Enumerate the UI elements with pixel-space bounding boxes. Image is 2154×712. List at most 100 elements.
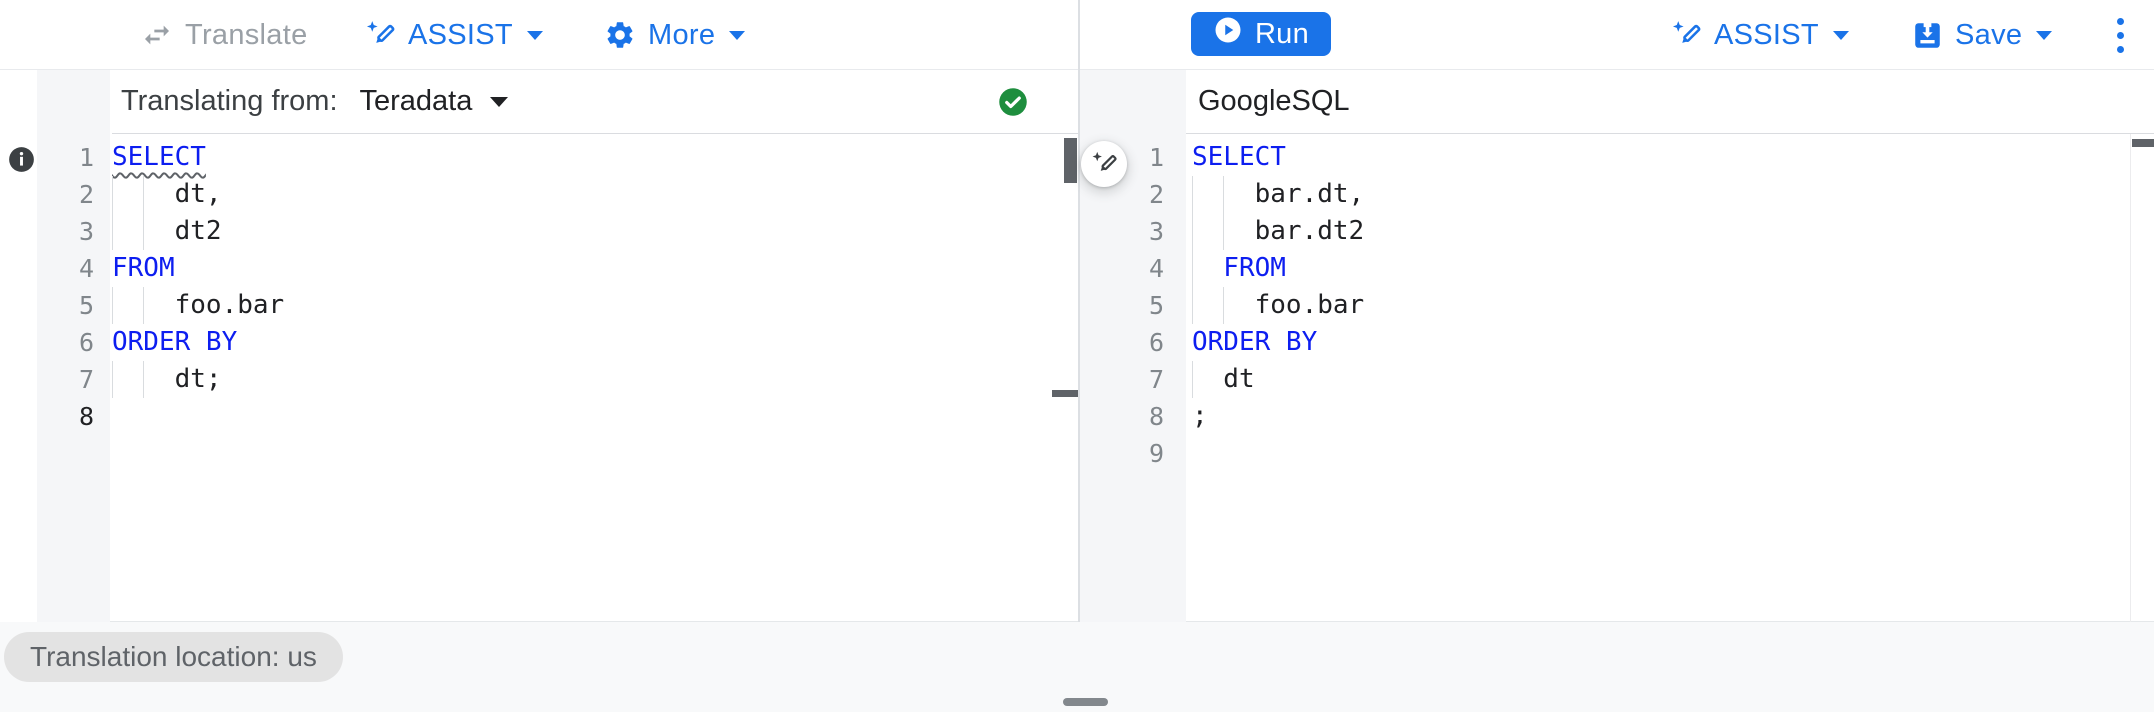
line-number: 1 [78,143,94,172]
indent-guide [1223,287,1225,324]
code-line[interactable]: bar.dt, [1192,176,2130,213]
code-line[interactable]: bar.dt2 [1192,213,2130,250]
more-menu-button[interactable]: More [604,0,746,70]
left-scrollbar-thumb[interactable] [1064,138,1077,183]
assist-menu-button-right[interactable]: ASSIST [1670,0,1849,70]
indent-guide [1192,176,1193,213]
line-number: 8 [1148,402,1164,431]
code-line[interactable]: ORDER BY [112,324,1050,361]
line-number: 9 [1148,439,1164,468]
line-number: 2 [78,180,94,209]
indent-guide [143,361,145,398]
code-token: dt, [112,179,222,209]
translation-location-chip: Translation location: us [4,632,343,682]
indent-guide [143,287,145,324]
indent-guide [1192,250,1193,287]
run-button[interactable]: Run [1191,12,1331,56]
top-toolbar: Translate ASSIST More [0,0,2154,70]
line-number: 3 [1148,217,1164,246]
code-line[interactable]: FROM [1192,250,2130,287]
chevron-down-icon [1832,30,1849,40]
code-line[interactable]: dt, [112,176,1050,213]
code-token: FROM [1192,253,1286,283]
translate-label: Translate [185,18,308,51]
code-token: dt; [112,364,222,394]
line-number: 5 [1148,291,1164,320]
code-line[interactable]: foo.bar [112,287,1050,324]
code-line[interactable] [1192,435,2130,472]
panel-resize-handle[interactable] [1063,698,1108,706]
code-token: dt2 [112,216,222,246]
assist-menu-button[interactable]: ASSIST [364,0,543,70]
save-box-icon [1912,20,1943,51]
chevron-down-icon [729,30,746,40]
indent-guide [1192,287,1193,324]
indent-guide [112,176,113,213]
line-number: 2 [1148,180,1164,209]
pen-spark-icon [1670,19,1702,51]
indent-guide [1223,176,1225,213]
code-token: ORDER BY [112,327,238,357]
code-line[interactable]: ; [1192,398,2130,435]
code-token: FROM [112,253,175,283]
code-token: ; [1192,401,1208,431]
code-token: dt [1192,364,1255,394]
left-editor-gutter [37,70,110,622]
indent-guide [1223,213,1225,250]
pane-divider[interactable] [1078,0,1080,622]
assist-label: ASSIST [408,18,513,51]
swap-arrows-icon [141,19,173,51]
indent-guide [1192,361,1193,398]
source-dialect-dropdown[interactable]: Teradata [360,85,509,118]
indent-guide [112,213,113,250]
line-number: 8 [78,402,94,431]
code-line[interactable]: dt [1192,361,2130,398]
kebab-menu-icon[interactable] [2102,0,2138,70]
line-number: 3 [78,217,94,246]
code-line[interactable]: FROM [112,250,1050,287]
right-editor-header: GoogleSQL [1186,70,2154,134]
save-menu-button[interactable]: Save [1912,0,2053,70]
line-number: 6 [78,328,94,357]
chevron-down-icon [526,30,543,40]
code-line[interactable] [112,398,1050,435]
code-token: SELECT [1192,142,1286,172]
code-line[interactable]: SELECT [1192,139,2130,176]
chevron-down-icon [2036,30,2053,40]
source-dialect-value: Teradata [359,85,473,117]
line-number: 4 [1148,254,1164,283]
indent-guide [112,361,113,398]
save-label: Save [1955,18,2023,51]
pen-spark-fab-icon[interactable] [1081,141,1127,187]
indent-guide [112,287,113,324]
code-token: foo.bar [1192,290,1365,320]
code-line[interactable]: foo.bar [1192,287,2130,324]
info-icon[interactable] [8,146,35,173]
assist-right-label: ASSIST [1714,18,1819,51]
indent-guide [143,213,145,250]
code-token: bar.dt, [1192,179,1365,209]
check-circle-icon [998,87,1028,117]
code-line[interactable]: dt2 [112,213,1050,250]
translate-button[interactable]: Translate [141,0,308,70]
split-editor-background [0,70,2154,622]
code-line[interactable]: dt; [112,361,1050,398]
play-circle-icon [1213,15,1243,53]
code-token: foo.bar [112,290,285,320]
right-scrollbar-track[interactable] [2130,134,2131,622]
gear-icon [604,19,636,51]
right-overview-ruler-marker [2132,139,2154,147]
code-token: ORDER BY [1192,327,1318,357]
left-overview-ruler-marker [1052,390,1078,397]
translation-location-text: Translation location: us [30,641,317,672]
line-number: 5 [78,291,94,320]
code-line[interactable]: SELECT [112,139,1050,176]
line-number: 6 [1148,328,1164,357]
code-line[interactable]: ORDER BY [1192,324,2130,361]
translating-from-label: Translating from: [121,85,338,117]
